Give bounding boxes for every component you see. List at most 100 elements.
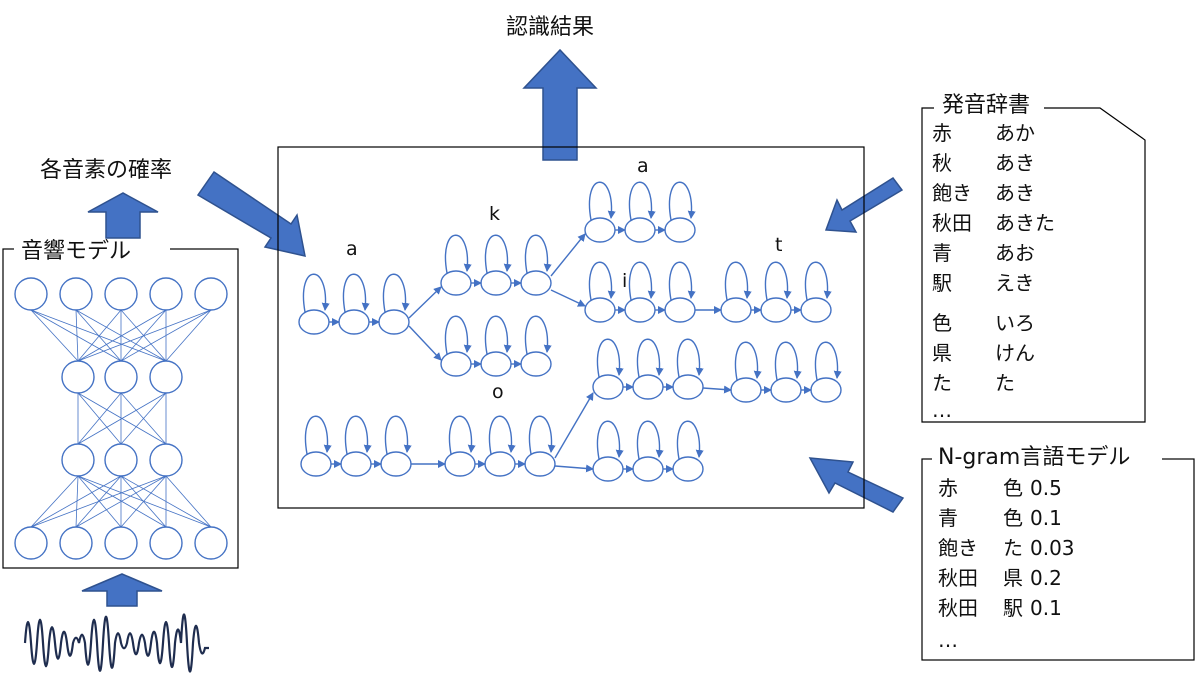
nn-connection xyxy=(30,475,167,528)
hmm-self-loop xyxy=(668,181,696,221)
nn-connection xyxy=(77,309,122,362)
hmm-state xyxy=(380,451,412,477)
hmm-state xyxy=(730,377,762,403)
hmm-self-loop xyxy=(344,415,372,455)
dict-ellipsis: … xyxy=(932,398,952,422)
hmm-self-loop xyxy=(484,315,512,355)
nn-neuron xyxy=(61,360,95,394)
nn-connection xyxy=(30,475,79,528)
hmm-state xyxy=(444,451,476,477)
hmm-transition xyxy=(554,392,594,459)
nn-connection xyxy=(75,475,167,528)
hmm-state xyxy=(298,309,330,335)
nn-connection xyxy=(77,475,167,528)
nn-connection xyxy=(120,392,167,445)
hmm-self-loop xyxy=(382,273,410,313)
ngram-box xyxy=(921,458,1195,661)
hmm-state xyxy=(484,451,516,477)
nn-neuron xyxy=(59,526,93,560)
hmm-state xyxy=(378,309,410,335)
output-arrow xyxy=(522,48,598,161)
hmm-state xyxy=(632,374,664,400)
dict-word: 青 xyxy=(932,241,952,265)
hmm-self-loop xyxy=(804,261,832,301)
hmm-self-loop xyxy=(636,338,664,378)
hmm-transition xyxy=(702,385,732,394)
nn-connection xyxy=(30,309,79,362)
dict-word: 赤 xyxy=(932,121,952,145)
hmm-self-loop xyxy=(342,273,370,313)
hmm-self-loop xyxy=(444,315,472,355)
dict-word: 県 xyxy=(932,341,952,365)
dict-word: 秋田 xyxy=(932,211,972,235)
ngram-ellipsis: … xyxy=(938,628,958,652)
ngram-w1: 秋田 xyxy=(938,596,978,620)
hmm-self-loop xyxy=(528,415,556,455)
hmm-state xyxy=(664,217,696,243)
hmm-self-loop xyxy=(304,415,332,455)
hmm-state xyxy=(672,374,704,400)
phoneme-label-a: a xyxy=(637,155,649,177)
dict-reading: た xyxy=(995,371,1015,395)
prob-to-decoder-arrow xyxy=(196,170,306,257)
hmm-self-loop xyxy=(444,234,472,274)
hmm-state xyxy=(800,297,832,323)
hmm-state xyxy=(770,377,802,403)
nn-neuron xyxy=(14,277,48,311)
ngram-prob: 0.2 xyxy=(1030,566,1062,590)
hmm-state xyxy=(480,351,512,377)
decoder-box xyxy=(277,146,865,509)
hmm-self-loop xyxy=(676,338,704,378)
phoneme-label-t: t xyxy=(775,234,783,256)
nn-connection xyxy=(30,475,122,528)
phoneme-label-i: i xyxy=(622,270,628,292)
ngram-w2: 駅 xyxy=(1003,596,1023,620)
nn-connection xyxy=(77,309,212,362)
ngram-to-decoder-arrow xyxy=(808,457,905,513)
hmm-state xyxy=(592,456,624,482)
hmm-self-loop xyxy=(814,341,842,381)
hmm-transition xyxy=(550,233,586,277)
pron-dict-title: 発音辞書 xyxy=(942,93,1031,118)
nn-neuron xyxy=(61,443,95,477)
hmm-self-loop xyxy=(588,261,616,301)
ngram-w1: 青 xyxy=(938,506,958,530)
ngram-w2: た xyxy=(1003,536,1023,560)
ngram-prob: 0.1 xyxy=(1030,506,1062,530)
hmm-self-loop xyxy=(676,420,704,460)
hmm-state xyxy=(624,297,656,323)
neural-network xyxy=(14,277,228,560)
phoneme-label-a: a xyxy=(346,238,358,260)
acoustic-model-title: 音響モデル xyxy=(21,239,132,264)
nn-connection xyxy=(120,309,212,362)
hmm-self-loop xyxy=(484,234,512,274)
hmm-state xyxy=(810,377,842,403)
output-label: 認識結果 xyxy=(506,15,595,40)
nn-neuron xyxy=(59,277,93,311)
nn-connection xyxy=(30,309,122,362)
hmm-self-loop xyxy=(636,420,664,460)
dict-word: 飽き xyxy=(932,181,972,205)
hmm-state xyxy=(480,270,512,296)
ngram-prob: 0.03 xyxy=(1030,536,1075,560)
nn-neuron xyxy=(104,277,138,311)
nn-connection xyxy=(77,392,167,445)
hmm-self-loop xyxy=(764,261,792,301)
phoneme-label-o: o xyxy=(492,381,504,403)
dict-reading: あき xyxy=(995,151,1035,175)
nn-connection xyxy=(77,475,212,528)
hmm-self-loop xyxy=(668,261,696,301)
nn-connection xyxy=(165,475,212,528)
ngram-w1: 秋田 xyxy=(938,566,978,590)
ngram-title: N-gram言語モデル xyxy=(938,445,1131,470)
nn-connection xyxy=(77,392,122,445)
hmm-state xyxy=(520,270,552,296)
hmm-state xyxy=(524,451,556,477)
dict-word: 色 xyxy=(932,311,952,335)
nn-neuron xyxy=(149,526,183,560)
hmm-self-loop xyxy=(488,415,516,455)
hmm-self-loop xyxy=(596,420,624,460)
nn-neuron xyxy=(194,277,228,311)
hmm-self-loop xyxy=(734,341,762,381)
